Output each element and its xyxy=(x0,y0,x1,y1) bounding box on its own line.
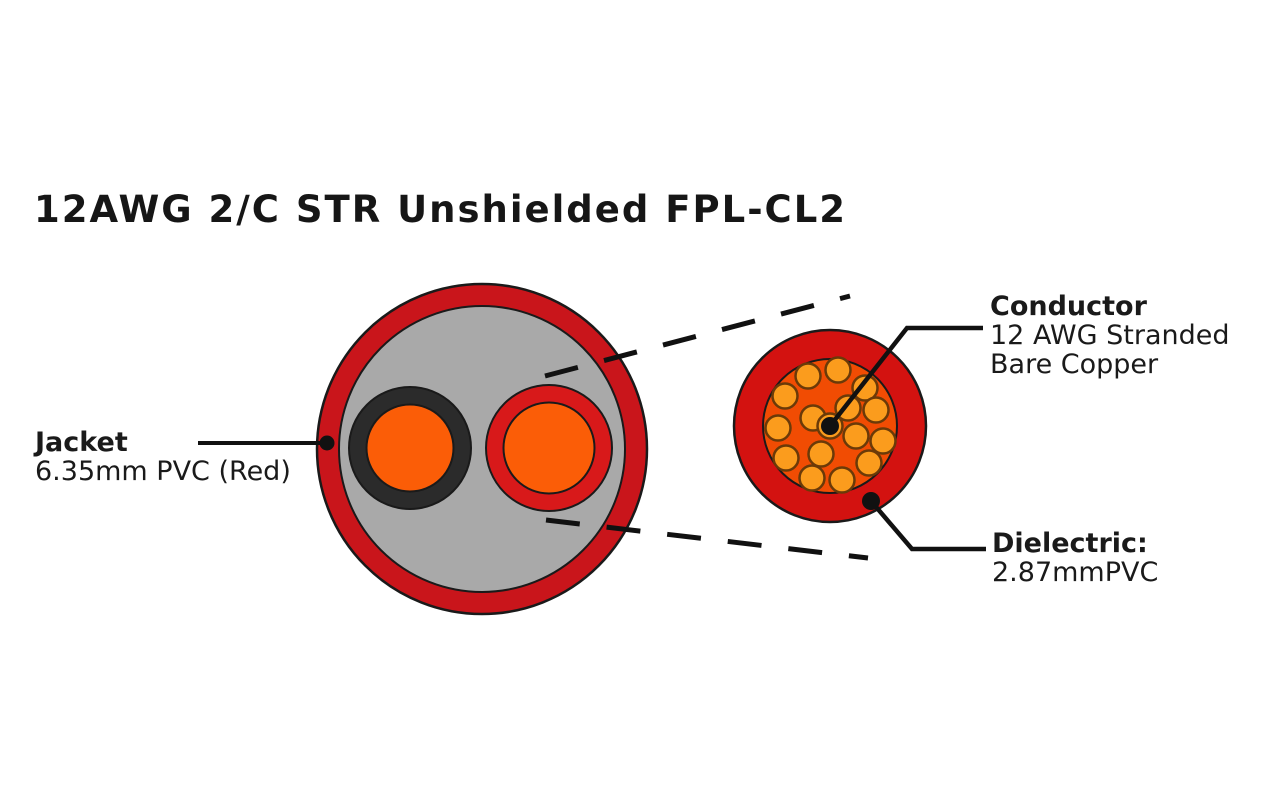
copper-strand xyxy=(794,362,822,390)
copper-strand xyxy=(771,382,799,410)
jacket-pointer-dot xyxy=(319,435,335,451)
copper-strand xyxy=(807,440,835,468)
page-title: 12AWG 2/C STR Unshielded FPL-CL2 xyxy=(34,188,848,231)
copper-strand xyxy=(798,464,826,492)
jacket-label-spec: 6.35mm PVC (Red) xyxy=(35,456,291,487)
conductor-label-spec-line1: 12 AWG Stranded xyxy=(990,320,1230,351)
dielectric-leader-line xyxy=(869,499,986,552)
zoom-dashed-line-top xyxy=(544,293,851,379)
jacket-label: Jacket 6.35mm PVC (Red) xyxy=(35,428,291,486)
left-conductor-core xyxy=(365,403,455,493)
copper-strand xyxy=(824,356,852,384)
copper-strand xyxy=(851,374,879,402)
dielectric-label-title: Dielectric: xyxy=(992,528,1148,559)
conductor-label: Conductor 12 AWG Stranded Bare Copper xyxy=(990,292,1230,379)
copper-strand xyxy=(855,449,883,477)
copper-strand xyxy=(828,466,856,494)
copper-strand xyxy=(869,427,897,455)
conductor-label-spec-line2: Bare Copper xyxy=(990,349,1159,380)
zoom-dashed-line-bottom xyxy=(545,517,869,561)
right-conductor-core xyxy=(502,401,596,495)
dielectric-label-spec: 2.87mmPVC xyxy=(992,557,1159,588)
dielectric-label: Dielectric: 2.87mmPVC xyxy=(992,529,1158,587)
conductor-pointer-dot xyxy=(821,417,839,435)
conductor-label-title: Conductor xyxy=(990,291,1147,322)
conductor-leader-line xyxy=(828,325,983,428)
copper-strand xyxy=(862,396,890,424)
cable-cross-section xyxy=(315,282,649,616)
copper-strand xyxy=(764,414,792,442)
jacket-label-title: Jacket xyxy=(35,427,128,458)
copper-strand xyxy=(842,422,870,450)
copper-strand xyxy=(772,444,800,472)
dielectric-pointer-dot xyxy=(862,492,880,510)
